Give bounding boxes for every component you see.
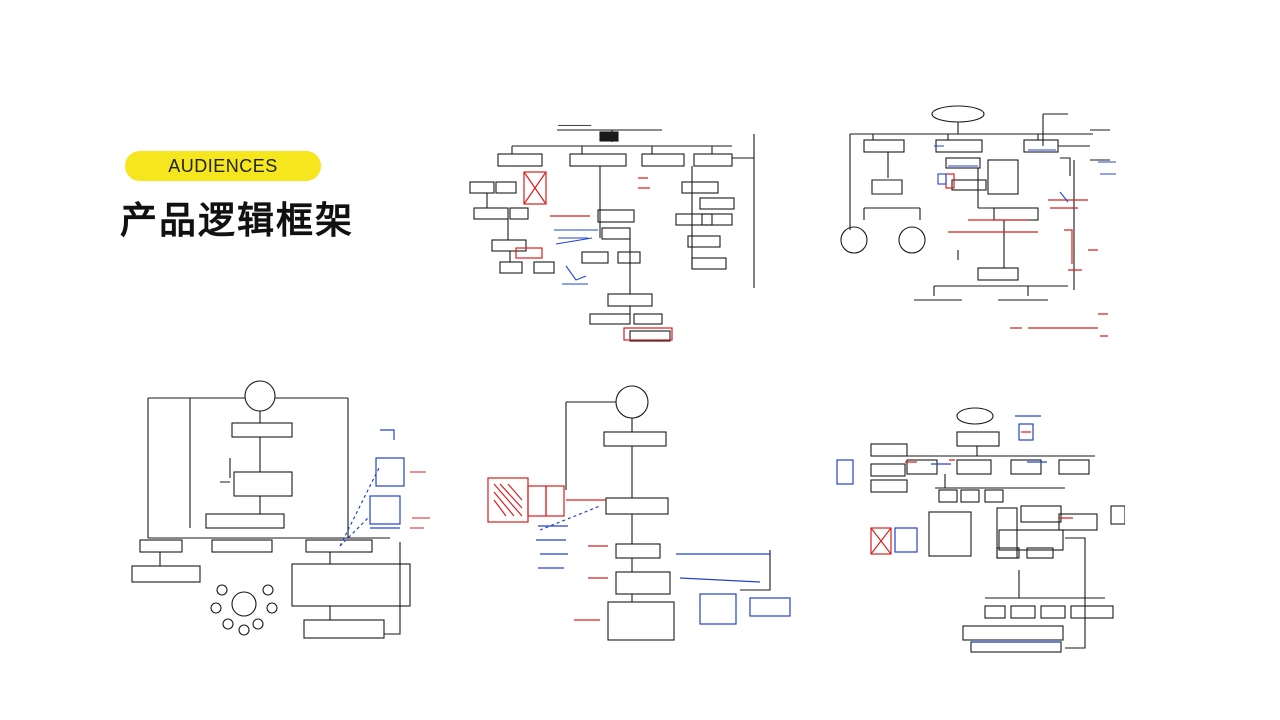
svg-text:━━━━━━━━━━━: ━━━━━━━━━━━	[557, 123, 592, 129]
flowchart-sketch-5-drawing	[836, 407, 1125, 653]
flowchart-sketch-1: ━━━━━━━━━━━	[462, 118, 762, 346]
audiences-tag: AUDIENCES	[125, 151, 321, 181]
flowchart-sketch-3-drawing	[131, 380, 430, 639]
page-title: 产品逻辑框架	[120, 199, 354, 242]
flowchart-sketch-3	[130, 378, 440, 640]
flowchart-sketch-2	[828, 100, 1138, 355]
flowchart-sketch-5	[835, 398, 1125, 653]
flowchart-sketch-4-drawing	[487, 385, 791, 641]
flowchart-sketch-4	[480, 380, 810, 648]
flowchart-sketch-2-drawing	[840, 105, 1116, 337]
flowchart-sketch-1-drawing: ━━━━━━━━━━━	[469, 123, 755, 342]
